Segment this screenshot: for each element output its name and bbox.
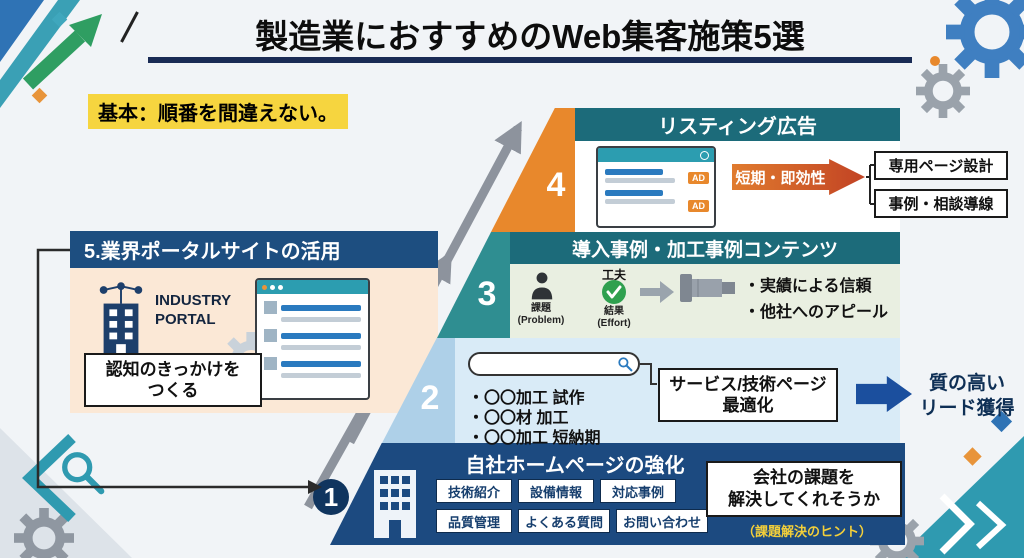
- level3-bullet: ・他社へのアピール: [744, 304, 889, 321]
- level4-header: リスティング広告: [575, 108, 900, 141]
- problem-label: 課題 (Problem): [517, 303, 565, 326]
- search-input: [468, 352, 640, 376]
- tag-cases: 対応事例: [600, 479, 676, 503]
- corner-band-teal-br: [898, 436, 1024, 558]
- page-title: 製造業におすすめのWeb集客施策5選: [255, 18, 805, 55]
- ad-badge: AD: [688, 172, 709, 184]
- level2-number: 2: [420, 379, 440, 417]
- dot-decor: [930, 56, 940, 66]
- portal-site-mockup: [255, 278, 370, 400]
- diamond-decor: [963, 447, 982, 466]
- level1-header: 自社ホームページの強化: [465, 454, 685, 477]
- check-icon: [602, 280, 626, 304]
- level4-number: 4: [546, 166, 566, 204]
- level3-header: 導入事例・加工事例コンテンツ: [510, 232, 900, 264]
- portal-brand-label: INDUSTRY PORTAL: [155, 292, 232, 328]
- lead-result-label: 質の高い リード獲得: [919, 373, 1015, 419]
- diamond-decor: [31, 87, 48, 104]
- tag-tech-intro: 技術紹介: [436, 479, 512, 503]
- title-underline: [148, 57, 912, 63]
- level2-box-optimize: サービス/技術ページ 最適化: [658, 368, 838, 422]
- level4-box-consult-path: 事例・相談導線: [874, 189, 1008, 218]
- corner-triangle-gray-bl: [0, 428, 132, 558]
- ads-browser-mockup: AD AD: [596, 146, 716, 228]
- gear-icon: [916, 64, 970, 118]
- portal-header: 5.業界ポータルサイトの活用: [70, 231, 438, 268]
- level3-content: [510, 264, 900, 338]
- tag-quality: 品質管理: [436, 509, 512, 533]
- effort-title: 工夫: [601, 268, 626, 282]
- gear-icon: [946, 0, 1024, 78]
- level3-bullet: ・実績による信頼: [744, 278, 872, 295]
- magnifier-icon: [58, 448, 106, 496]
- level1-tags: 技術紹介 設備情報 対応事例 品質管理 よくある質問 お問い合わせ: [436, 479, 708, 539]
- ad-badge: AD: [688, 200, 709, 212]
- level1-hint: （課題解決のヒント）: [741, 524, 872, 539]
- green-arrowhead: [69, 14, 102, 47]
- tag-faq: よくある質問: [518, 509, 610, 533]
- search-icon: [617, 356, 633, 372]
- portal-note-box: 認知のきっかけを つくる: [84, 353, 262, 407]
- level4-box-page-design: 専用ページ設計: [874, 151, 1008, 180]
- level1-box-trust: 会社の課題を 解決してくれそうか: [706, 461, 902, 517]
- speed-arrow-label: 短期・即効性: [735, 169, 826, 187]
- tag-equipment: 設備情報: [518, 479, 594, 503]
- slash-decor: [120, 11, 139, 43]
- browser-titlebar: [598, 148, 714, 162]
- browser-titlebar: [257, 280, 368, 294]
- effort-label: 結果 (Effort): [597, 306, 631, 329]
- subtitle-highlight: 基本：順番を間違えない。: [88, 94, 348, 129]
- keyword-item: ・〇〇加工 短納期: [468, 430, 601, 447]
- level3-number: 3: [477, 275, 497, 313]
- level1-number-circle: 1: [313, 479, 349, 515]
- tag-contact: お問い合わせ: [616, 509, 708, 533]
